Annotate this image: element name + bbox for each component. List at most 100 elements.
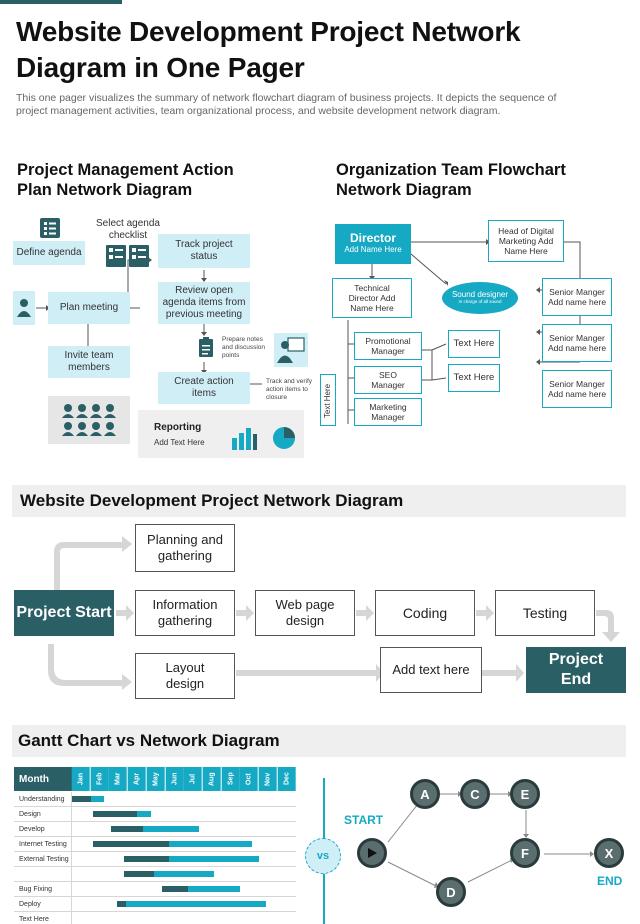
web-section-band xyxy=(12,485,626,517)
review-items-box: Review open agenda items from previous m… xyxy=(158,282,250,324)
promotional-manager-box: Promotional Manager xyxy=(354,332,422,360)
gantt-row-divider xyxy=(71,822,72,837)
invite-team-box: Invite team members xyxy=(48,346,130,378)
plan-meeting-box: Plan meeting xyxy=(48,292,130,324)
node-c: C xyxy=(460,779,490,809)
gantt-bar-planned xyxy=(126,901,267,907)
gantt-bar-progress xyxy=(92,841,170,847)
gantt-month-jun: Jun xyxy=(165,767,184,791)
page-title: Website Development Project Network Diag… xyxy=(16,14,616,86)
add-text-box: Add text here xyxy=(380,647,482,693)
gantt-row: Deploy xyxy=(14,897,296,912)
gantt-bar-planned xyxy=(143,826,200,832)
team-group-icon xyxy=(48,396,130,444)
director-title: Director xyxy=(349,231,396,245)
text-here-vertical-box: Text Here xyxy=(320,374,336,426)
gantt-month-nov: Nov xyxy=(259,767,277,791)
gantt-month-oct: Oct xyxy=(240,767,258,791)
gantt-bar-progress xyxy=(72,796,91,802)
seo-manager-box: SEO Manager xyxy=(354,366,422,394)
pm-section-title: Project Management Action Plan Network D… xyxy=(17,160,277,200)
track-verify-text: Track and verify action items to closure xyxy=(266,378,312,401)
gantt-month-sep: Sep xyxy=(221,767,240,791)
marketing-manager-box: Marketing Manager xyxy=(354,398,422,426)
org-section-title: Organization Team Flowchart Network Diag… xyxy=(336,160,626,200)
reporting-title: Reporting xyxy=(154,422,202,433)
coding-box: Coding xyxy=(375,590,475,636)
gantt-bar-progress xyxy=(124,871,155,877)
text-here-box-2: Text Here xyxy=(448,364,500,392)
planning-box: Planning and gathering xyxy=(135,524,235,572)
webpage-design-box: Web page design xyxy=(255,590,355,636)
web-flow-arrows xyxy=(48,536,620,690)
define-agenda-box: Define agenda xyxy=(13,241,85,265)
vs-badge: vs xyxy=(305,838,341,874)
end-label: END xyxy=(597,874,623,888)
gantt-month-apr: Apr xyxy=(128,767,146,791)
pm-title-line2: Plan Network Diagram xyxy=(17,181,193,199)
testing-box: Testing xyxy=(495,590,595,636)
gantt-bar-planned xyxy=(154,871,215,877)
gantt-row-label: Bug Fixing xyxy=(19,886,53,893)
gantt-bar-progress xyxy=(124,856,170,862)
start-node xyxy=(357,838,387,868)
pie-chart-icon xyxy=(270,424,298,452)
gantt-bar-planned xyxy=(169,841,252,847)
select-agenda-label: Select agenda checklist xyxy=(96,218,160,241)
reporting-text: Add Text Here xyxy=(154,438,205,447)
gantt-row-divider xyxy=(71,882,72,897)
senior-manager-3: Senior Manger Add name here xyxy=(542,370,612,408)
gantt-bar-planned xyxy=(169,856,259,862)
gantt-row-divider xyxy=(71,867,72,882)
reporting-box: Reporting Add Text Here xyxy=(138,410,304,458)
director-sub: Add Name Here xyxy=(344,245,402,254)
senior-manager-2: Senior Manger Add name here xyxy=(542,324,612,362)
tech-director-box: Technical Director Add Name Here xyxy=(332,278,412,318)
gantt-bar-progress xyxy=(161,886,188,892)
gantt-month-mar: Mar xyxy=(109,767,128,791)
gantt-row: Bug Fixing xyxy=(14,882,296,897)
sound-designer-title: Sound designer xyxy=(451,290,509,299)
gantt-row: External Testing xyxy=(14,852,296,867)
gantt-month-feb: Feb xyxy=(90,767,109,791)
gantt-row-label: Text Here xyxy=(19,916,49,923)
gantt-bar-progress xyxy=(111,826,144,832)
gantt-bar-planned xyxy=(187,886,241,892)
gantt-month-dec: Dec xyxy=(277,767,296,791)
gantt-month-aug: Aug xyxy=(202,767,221,791)
gantt-section-band xyxy=(12,725,626,757)
gantt-row-divider xyxy=(71,807,72,822)
top-accent-bar xyxy=(0,0,122,4)
sound-designer-ellipse: Sound designer In charge of all sound xyxy=(442,282,518,314)
gantt-month-jul: Jul xyxy=(184,767,202,791)
gantt-row: Develop xyxy=(14,822,296,837)
gantt-bar-progress xyxy=(116,901,127,907)
text-here-box-1: Text Here xyxy=(448,330,500,358)
checklist-icon xyxy=(106,245,150,267)
gantt-row-divider xyxy=(71,897,72,912)
gantt-month-may: May xyxy=(146,767,165,791)
gantt-month-label: Month xyxy=(19,774,49,785)
gantt-row-label: Deploy xyxy=(19,901,41,908)
clipboard-icon xyxy=(198,336,214,358)
senior-manager-1: Senior Manger Add name here xyxy=(542,278,612,316)
gantt-row-label: Understanding xyxy=(19,796,65,803)
gantt-bar-progress xyxy=(92,811,138,817)
gantt-row-divider xyxy=(71,792,72,807)
pm-title-line1: Project Management Action xyxy=(17,161,234,179)
node-e: E xyxy=(510,779,540,809)
project-start-box: Project Start xyxy=(14,590,114,636)
gantt-month-jan: Jan xyxy=(72,767,90,791)
node-x: X xyxy=(594,838,624,868)
sound-designer-sub: In charge of all sound xyxy=(458,299,502,304)
gantt-bar-planned xyxy=(137,811,151,817)
text-here-vertical-label: Text Here xyxy=(323,383,332,419)
gantt-row-label: External Testing xyxy=(19,856,69,863)
node-a: A xyxy=(410,779,440,809)
org-title-line1: Organization Team Flowchart xyxy=(336,161,566,179)
org-title-line2: Network Diagram xyxy=(336,181,472,199)
node-d: D xyxy=(436,877,466,907)
prepare-notes-text: Prepare notes and discussion points xyxy=(222,336,265,359)
head-digital-box: Head of Digital Marketing Add Name Here xyxy=(488,220,564,262)
page-title-line1: Website Development Project Network xyxy=(16,16,521,47)
